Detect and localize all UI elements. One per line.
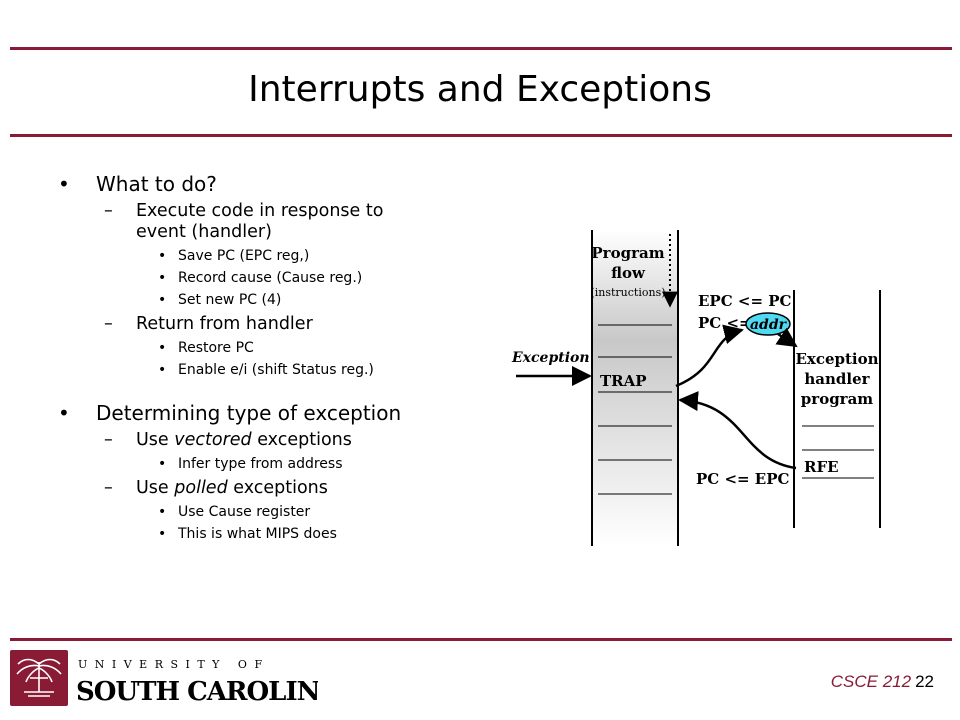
- addr-label: addr: [750, 317, 788, 333]
- exception-label: Exception: [511, 350, 590, 366]
- bullet-what-to-do: • What to do?: [58, 172, 217, 196]
- dash-marker: –: [104, 314, 113, 334]
- handler-title: program: [801, 390, 874, 408]
- course-code: CSCE 212: [830, 672, 912, 691]
- program-flow-title: Program: [591, 244, 664, 262]
- footer-rule: [10, 638, 952, 641]
- trap-to-addr-curve: [675, 324, 744, 388]
- addr-to-handler-arrow: [775, 327, 798, 348]
- sub-sub-bullet: • Use Cause register: [158, 504, 311, 520]
- dash-marker: –: [104, 430, 113, 450]
- sub-bullet-polled: – Use polled exceptions: [104, 478, 328, 498]
- trap-label: TRAP: [600, 372, 647, 390]
- sub-sub-bullet: • Save PC (EPC reg,): [158, 248, 310, 264]
- title-underline: [10, 134, 952, 137]
- university-logo: U N I V E R S I T Y O F SOUTH CAROLINA.: [10, 650, 318, 707]
- slide-title: Interrupts and Exceptions: [248, 69, 712, 110]
- top-rule: [10, 47, 952, 50]
- handler-title: handler: [804, 370, 870, 388]
- sub-sub-bullet: • Record cause (Cause reg.): [158, 270, 363, 286]
- dash-marker: –: [104, 201, 113, 221]
- sub-bullet-return: – Return from handler: [104, 314, 313, 334]
- handler-title: Exception: [795, 350, 878, 368]
- sub-sub-bullet: • Infer type from address: [158, 456, 343, 472]
- logo-south-carolina: SOUTH CAROLINA.: [76, 677, 318, 707]
- sub-bullet-vectored: – Use vectored exceptions: [104, 430, 352, 450]
- sub-sub-bullet: • This is what MIPS does: [158, 526, 337, 542]
- pc-restore-label: PC <= EPC: [696, 470, 790, 488]
- program-flow-subtitle: (instructions): [590, 286, 665, 299]
- bullet-determining-type: • Determining type of exception: [58, 401, 402, 425]
- page-number: 22: [915, 672, 934, 691]
- palmetto-tree-icon: [16, 658, 62, 697]
- bullet-dot: •: [58, 172, 70, 196]
- dash-marker: –: [104, 478, 113, 498]
- logo-university-of: U N I V E R S I T Y O F: [78, 658, 264, 671]
- pc-assign-label: PC <=: [698, 314, 752, 332]
- sub-sub-bullet: • Set new PC (4): [158, 292, 282, 308]
- sub-sub-bullet: • Enable e/i (shift Status reg.): [158, 362, 374, 378]
- exception-flow-diagram: Program flow (instructions) TRAP Excepti…: [511, 230, 881, 546]
- epc-assign-label: EPC <= PC: [698, 292, 792, 310]
- sub-bullet-execute-code: – Execute code in response to event (han…: [104, 201, 384, 242]
- rfe-return-curve: [678, 391, 797, 470]
- bullet-dot: •: [58, 401, 70, 425]
- sub-sub-bullet: • Restore PC: [158, 340, 254, 356]
- bullet-list: • What to do? – Execute code in response…: [58, 172, 438, 543]
- program-flow-column: [592, 230, 678, 546]
- program-flow-title: flow: [611, 264, 646, 282]
- rfe-label: RFE: [804, 458, 839, 476]
